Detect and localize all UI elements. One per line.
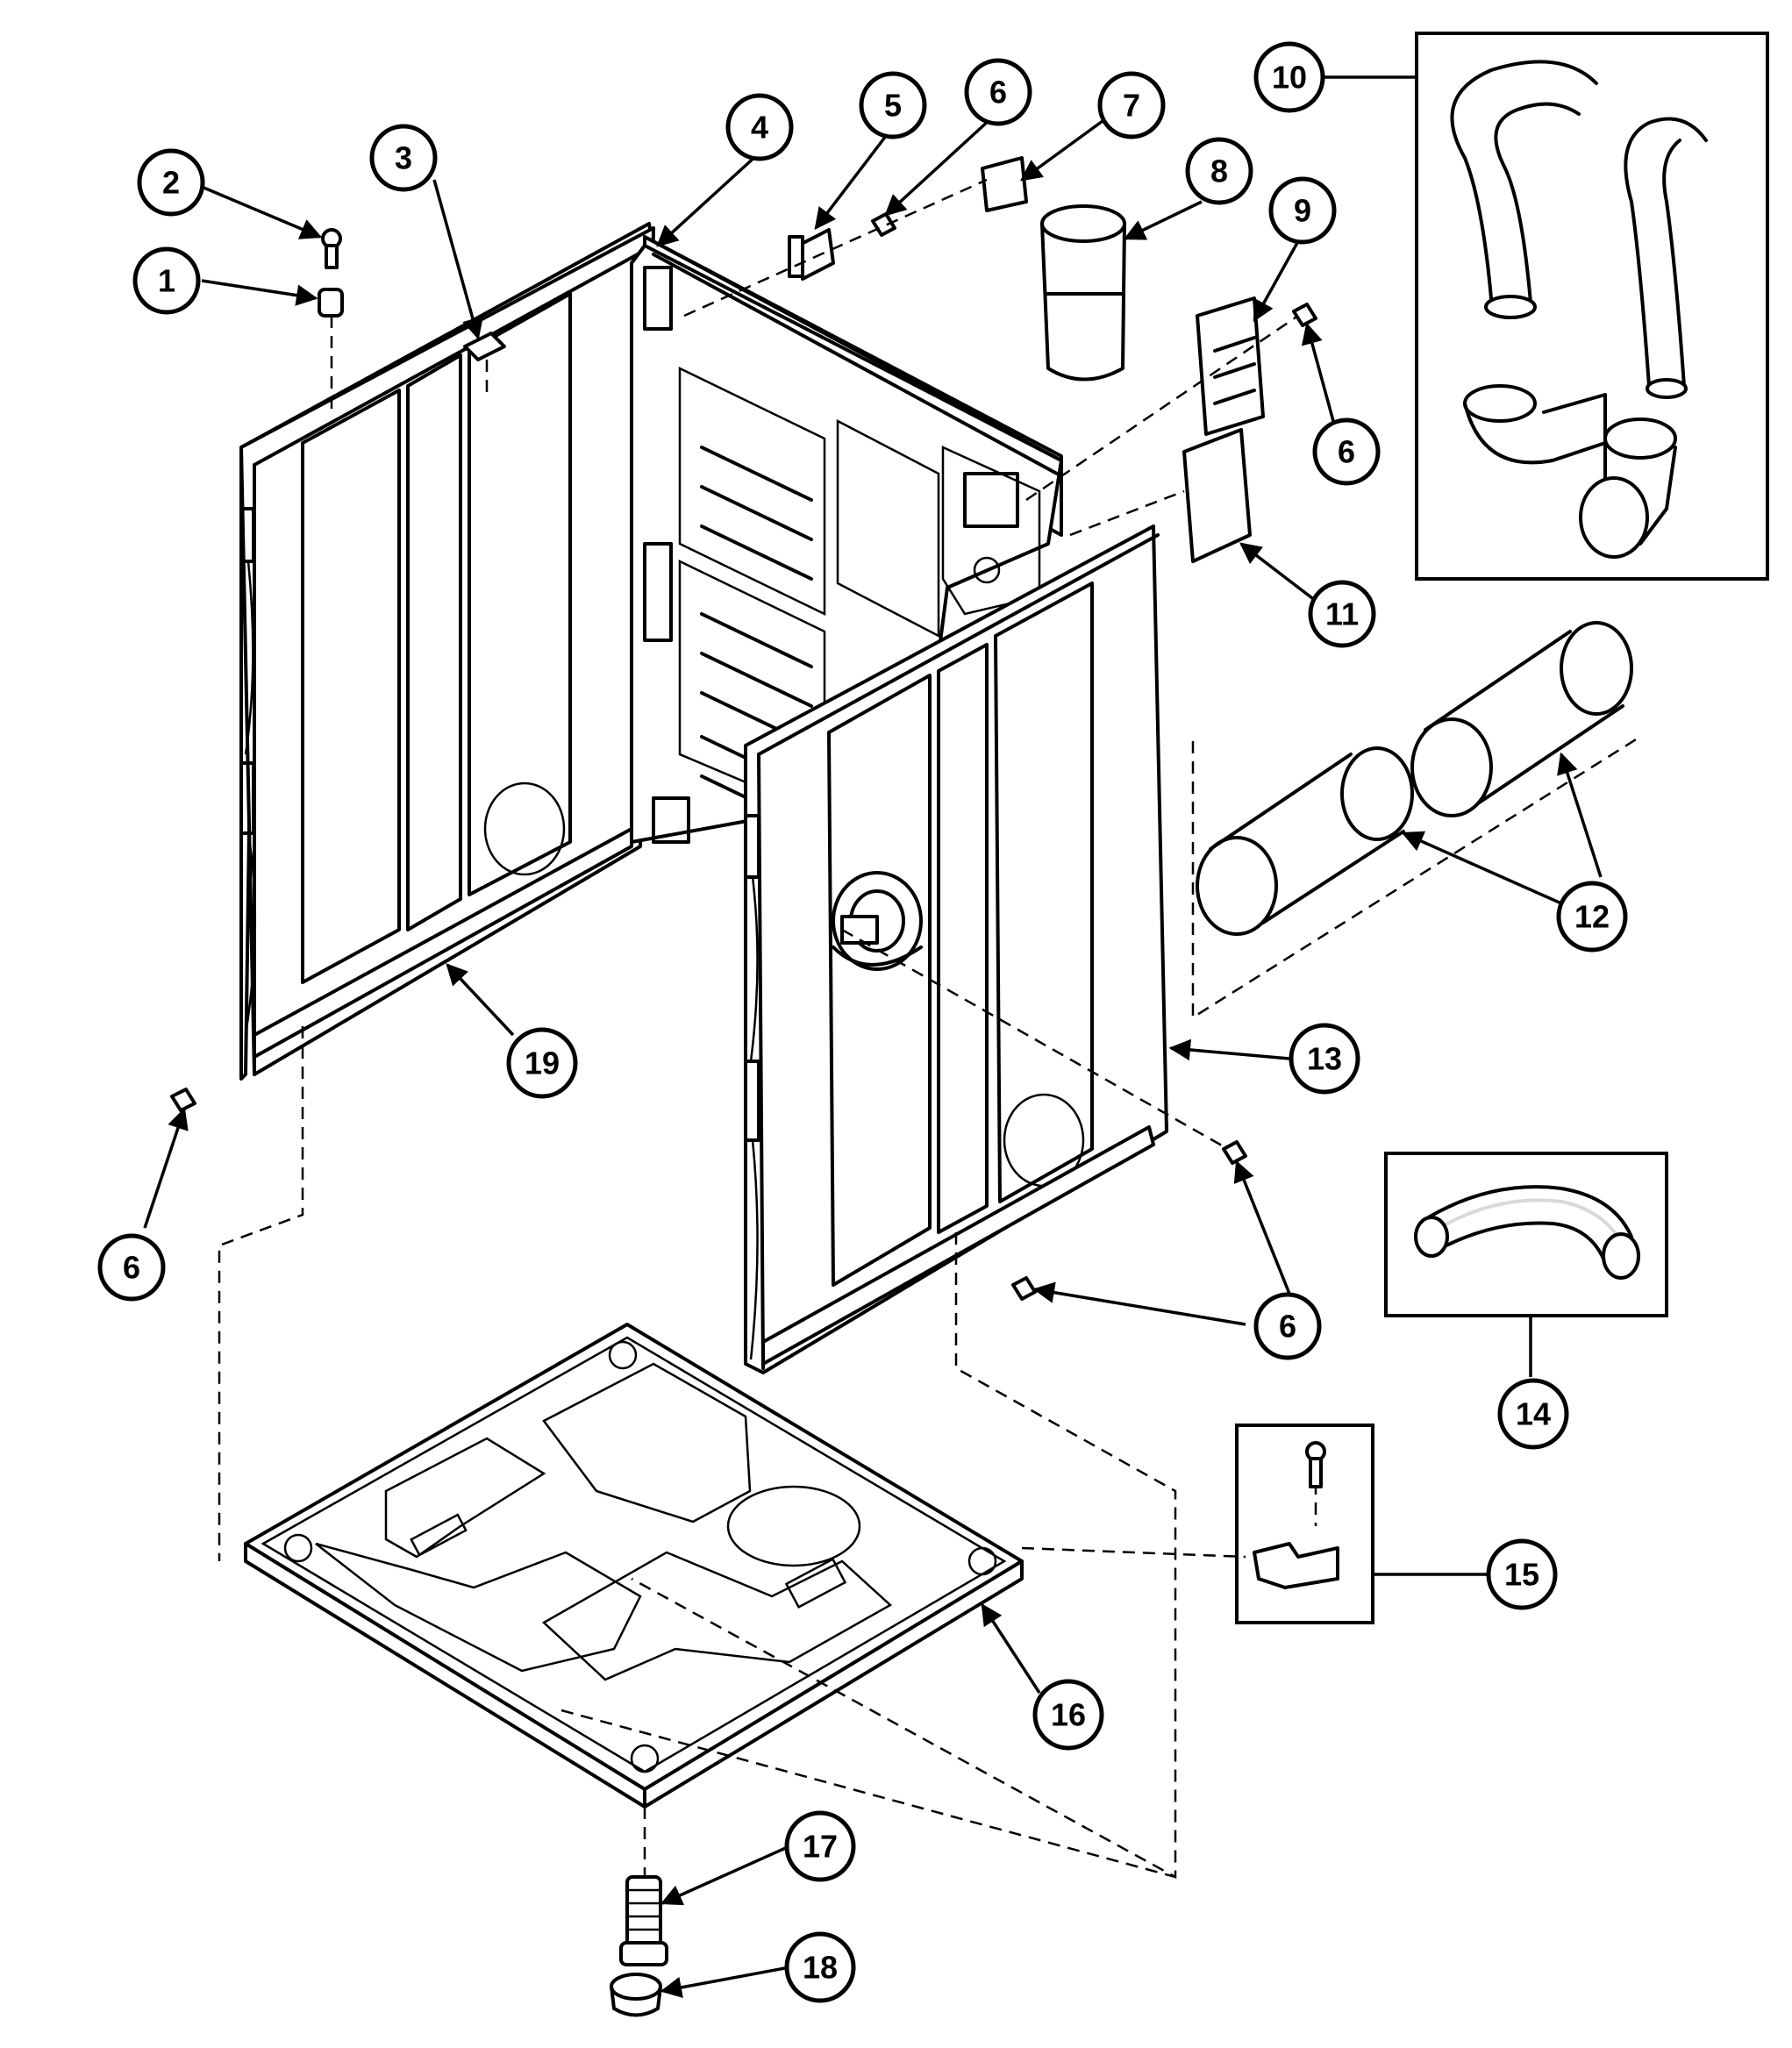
callout-c6c: 6 — [97, 1233, 166, 1302]
base-pan — [244, 1323, 1024, 1809]
hardware-parts — [170, 156, 1633, 2017]
callout-c5: 5 — [859, 71, 927, 139]
callout-c19: 19 — [506, 1027, 578, 1099]
duct-tube-right — [1410, 621, 1633, 817]
callout-c17: 17 — [784, 1810, 856, 1882]
callout-c16: 16 — [1032, 1679, 1104, 1751]
callout-label: 12 — [1574, 899, 1610, 935]
callout-c3: 3 — [369, 124, 438, 192]
callout-c11: 11 — [1308, 580, 1376, 648]
callout-label: 1 — [158, 263, 175, 299]
callout-c4: 4 — [725, 93, 794, 161]
callout-c1: 1 — [132, 246, 201, 315]
callout-c9: 9 — [1268, 176, 1337, 245]
callout-c6b: 6 — [1312, 417, 1381, 486]
callout-label: 19 — [525, 1045, 560, 1081]
callout-label: 18 — [803, 1950, 838, 1986]
callout-c6a: 6 — [964, 58, 1032, 126]
callout-label: 6 — [123, 1250, 140, 1286]
right-side-panel — [744, 524, 1168, 1374]
callout-c10: 10 — [1253, 41, 1325, 113]
callout-label: 2 — [162, 165, 180, 201]
assembly-guides — [218, 178, 1641, 1880]
leveling-bracket-box — [1235, 1424, 1374, 1624]
flex-hose-box — [1384, 1152, 1668, 1317]
callout-label: 6 — [989, 75, 1007, 111]
callout-label: 14 — [1516, 1396, 1551, 1432]
callout-label: 7 — [1123, 88, 1140, 124]
leader-lines — [143, 75, 1603, 1999]
callout-label: 8 — [1210, 153, 1228, 189]
callout-c13: 13 — [1289, 1023, 1360, 1095]
callout-label: 3 — [395, 140, 412, 176]
callout-label: 11 — [1325, 596, 1359, 632]
callout-label: 16 — [1051, 1697, 1086, 1733]
callout-label: 10 — [1272, 60, 1307, 96]
callout-label: 6 — [1338, 434, 1355, 470]
callout-c7: 7 — [1097, 71, 1166, 139]
duct-tube-left — [1196, 746, 1414, 936]
vent-kit-box — [1415, 32, 1769, 581]
callout-label: 4 — [751, 110, 768, 146]
callout-label: 17 — [803, 1829, 838, 1865]
callout-label: 15 — [1504, 1557, 1539, 1593]
callout-c15: 15 — [1486, 1538, 1558, 1610]
callout-label: 6 — [1279, 1309, 1296, 1345]
callout-label: 5 — [884, 88, 902, 124]
callout-c18: 18 — [784, 1931, 856, 2003]
callout-c12: 12 — [1556, 881, 1628, 953]
callout-c8: 8 — [1185, 137, 1253, 205]
callout-label: 13 — [1307, 1041, 1342, 1077]
callout-c2: 2 — [137, 148, 205, 217]
callout-c6d: 6 — [1253, 1292, 1322, 1360]
callout-label: 9 — [1294, 193, 1311, 229]
left-side-panel — [239, 222, 655, 1081]
callout-c14: 14 — [1497, 1378, 1569, 1450]
